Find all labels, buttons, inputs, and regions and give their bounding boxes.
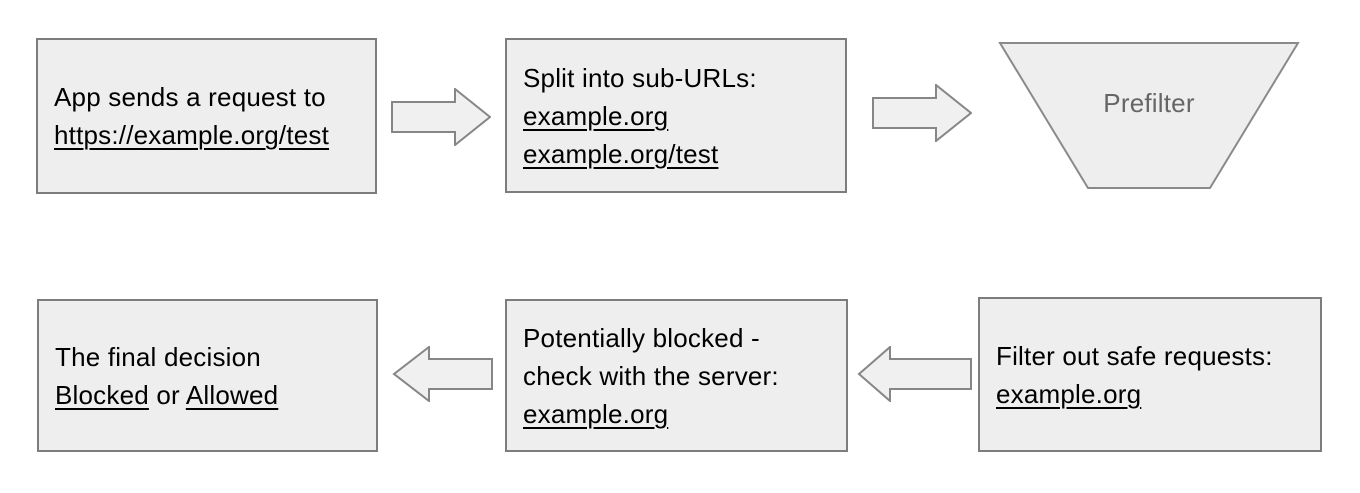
split-box: Split into sub-URLs: example.org example… bbox=[505, 38, 847, 193]
split-url-2: example.org/test bbox=[523, 138, 719, 169]
filter-safe-text: Filter out safe requests: bbox=[996, 340, 1273, 371]
or-label: or bbox=[148, 379, 186, 410]
check-server-line-2: check with the server: bbox=[523, 360, 779, 391]
check-server-url: example.org bbox=[523, 398, 669, 429]
check-server-box: Potentially blocked - check with the ser… bbox=[505, 299, 848, 452]
prefilter-label: Prefilter bbox=[1103, 88, 1195, 118]
split-box-text: Split into sub-URLs: bbox=[523, 62, 757, 93]
flow-arrow-left-2-icon bbox=[392, 346, 493, 402]
filter-safe-box: Filter out safe requests: example.org bbox=[978, 297, 1322, 452]
filter-safe-url: example.org bbox=[996, 378, 1142, 409]
allowed-label: Allowed bbox=[185, 379, 279, 410]
final-decision-box: The final decision Blocked or Allowed bbox=[37, 299, 378, 452]
final-decision-text: The final decision bbox=[55, 341, 261, 372]
split-url-1: example.org bbox=[523, 100, 669, 131]
check-server-line-1: Potentially blocked - bbox=[523, 322, 760, 353]
final-decision-options: Blocked or Allowed bbox=[55, 376, 368, 414]
request-box: App sends a request to https://example.o… bbox=[36, 38, 377, 194]
flow-arrow-left-1-icon bbox=[857, 346, 972, 402]
funnel-shape-icon bbox=[998, 42, 1300, 189]
request-url: https://example.org/test bbox=[54, 120, 330, 150]
prefilter-funnel: Prefilter bbox=[998, 41, 1300, 190]
flow-arrow-right-1-icon bbox=[391, 88, 491, 146]
request-box-text: App sends a request to bbox=[54, 82, 326, 112]
flow-arrow-right-2-icon bbox=[872, 84, 972, 142]
blocked-label: Blocked bbox=[55, 379, 149, 410]
